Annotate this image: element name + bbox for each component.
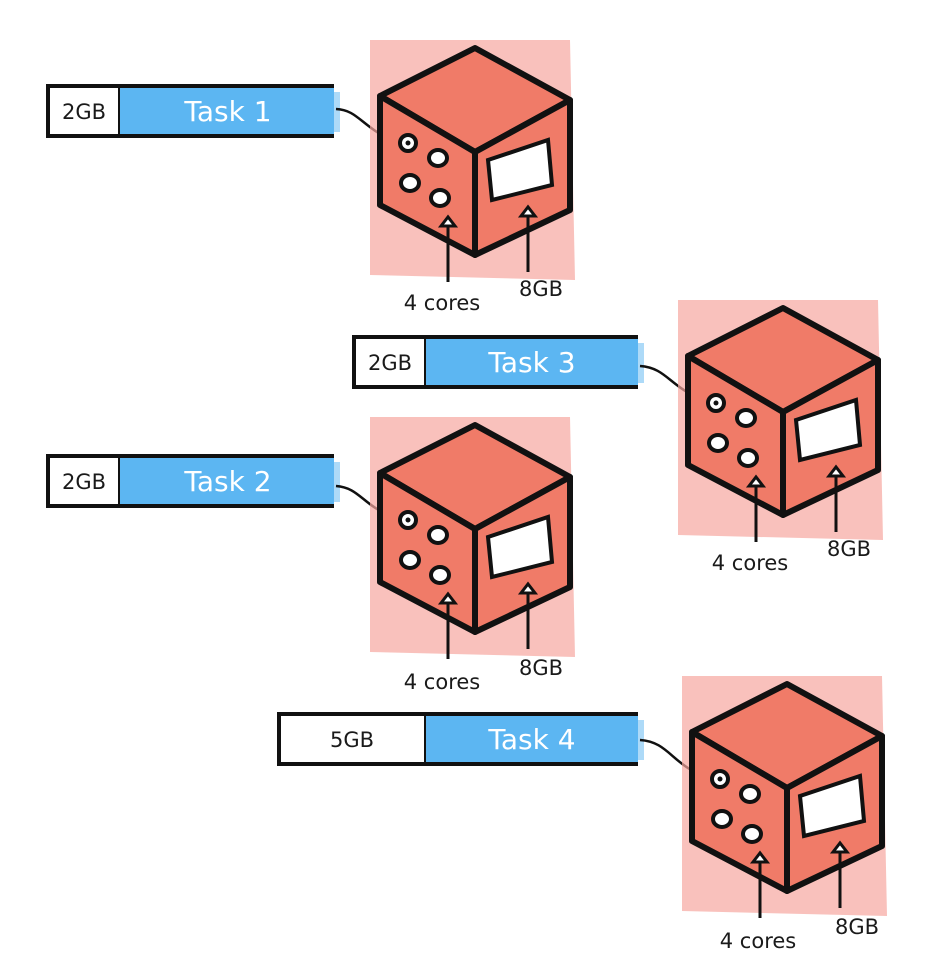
machine-3-cores-label: 4 cores [712, 551, 788, 575]
task-1-memory-box [46, 84, 122, 138]
task-3-bar: 2GB Task 3 [352, 335, 644, 389]
machine-3 [678, 300, 883, 542]
machine-4-core-4 [741, 824, 763, 844]
machine-4-cores-arrowhead [749, 850, 771, 864]
machine-3-screen [793, 397, 863, 463]
machine-1 [370, 40, 575, 282]
task-3-unit: 2GB Task 3 4 cores 8GB [352, 300, 883, 575]
machine-2-screen [485, 514, 555, 580]
machine-1-core-2 [427, 148, 449, 168]
machine-3-memory-arrowhead [825, 464, 847, 478]
machine-2-memory-label: 8GB [519, 656, 563, 680]
machine-4-core-1-dot [717, 776, 723, 782]
task-4-fill-sketch [432, 720, 644, 760]
machine-1-core-1-dot [405, 140, 411, 146]
task-3-memory-label: 2GB [368, 351, 412, 375]
task-1-unit: 2GB Task 1 4 cores 8GB [46, 40, 575, 315]
machine-3-core-1-dot [713, 400, 719, 406]
task-4-memory-label: 5GB [330, 728, 374, 752]
machine-1-cores-arrowhead [437, 214, 459, 228]
task-4-memory-box [277, 712, 428, 766]
machine-2-core-2 [427, 525, 449, 545]
machine-4-memory-label: 8GB [835, 915, 879, 939]
task-2-memory-label: 2GB [62, 470, 106, 494]
machine-4-memory-arrowhead [829, 840, 851, 854]
machine-4-cores-label: 4 cores [720, 929, 796, 953]
machine-1-screen [485, 137, 555, 203]
machine-2-cores-label: 4 cores [404, 670, 480, 694]
task-1-fill-sketch [126, 92, 340, 132]
task-2-fill-sketch [126, 462, 340, 502]
machine-4-core-2 [739, 784, 761, 804]
machine-2-cores-arrowhead [437, 591, 459, 605]
machine-4-core-3 [711, 809, 733, 829]
task-4-label: Task 4 [487, 723, 575, 756]
task-1-bar: 2GB Task 1 [46, 84, 340, 138]
machine-3-memory-label: 8GB [827, 537, 871, 561]
machine-2 [370, 417, 575, 659]
task-3-label: Task 3 [487, 346, 575, 379]
task-4-bar: 5GB Task 4 [277, 712, 644, 766]
machine-3-core-2 [735, 408, 757, 428]
machine-1-core-4 [429, 188, 451, 208]
machine-3-core-3 [707, 433, 729, 453]
machine-3-core-4 [737, 448, 759, 468]
machine-2-core-4 [429, 565, 451, 585]
machine-1-cores-label: 4 cores [404, 291, 480, 315]
machine-2-memory-arrowhead [517, 581, 539, 595]
machine-1-core-3 [399, 173, 421, 193]
task-2-label: Task 2 [183, 465, 271, 498]
machine-2-core-3 [399, 550, 421, 570]
task-4-unit: 5GB Task 4 4 cores 8GB [277, 676, 887, 953]
task-3-fill-sketch [432, 343, 644, 383]
machine-4 [682, 676, 887, 918]
machine-3-cores-arrowhead [745, 474, 767, 488]
task-2-unit: 2GB Task 2 4 cores 8GB [46, 417, 575, 694]
machine-1-memory-label: 8GB [519, 277, 563, 301]
task-1-memory-label: 2GB [62, 100, 106, 124]
machine-1-memory-arrowhead [517, 204, 539, 218]
machine-4-screen [797, 773, 867, 839]
task-1-label: Task 1 [183, 95, 271, 128]
machine-2-core-1-dot [405, 517, 411, 523]
task-2-bar: 2GB Task 2 [46, 454, 340, 508]
